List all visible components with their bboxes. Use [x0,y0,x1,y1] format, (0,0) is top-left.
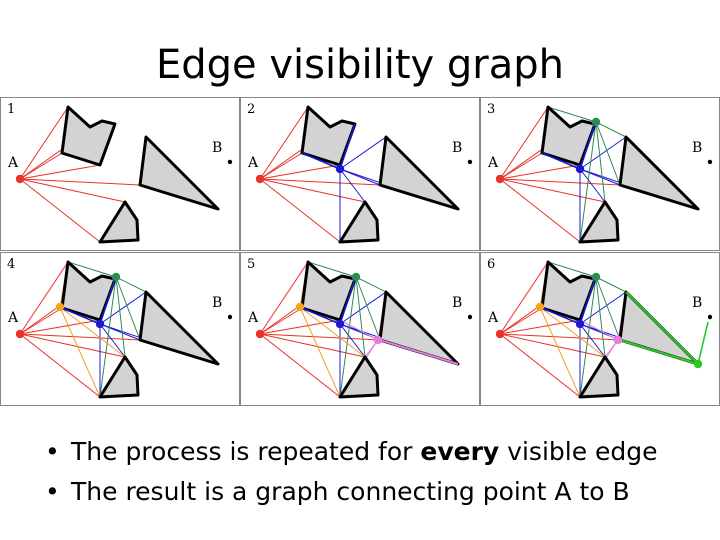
node-a [15,174,25,184]
node-blue [335,164,345,174]
panel-number: 4 [7,257,15,272]
node-blue [95,319,105,329]
bullet-text-before: The process is repeated for [71,437,421,466]
label-a: A [247,310,259,326]
obstacle-lower [578,355,620,399]
bullet-text-after: visible edge [499,437,658,466]
node-b [467,314,473,320]
label-a: A [487,310,499,326]
label-b: B [212,295,222,311]
bullet-item: • The result is a graph connecting point … [45,472,658,512]
label-a: A [487,155,499,171]
panel-number: 3 [487,102,495,117]
node-orange [535,302,545,312]
bullet-icon: • [45,477,60,506]
panel-1: 1A B [0,97,240,251]
obstacle-lower [338,355,380,399]
label-b: B [692,140,702,156]
node-green [591,117,601,127]
obstacle-upper [60,105,117,167]
node-green [351,272,361,282]
label-b: B [452,295,462,311]
bullet-list: • The process is repeated for every visib… [45,432,658,512]
node-orange [55,302,65,312]
node-green [591,272,601,282]
node-a [15,329,25,339]
label-a: A [7,155,19,171]
label-a: A [7,310,19,326]
panel-number: 5 [247,257,255,272]
node-blue [575,164,585,174]
node-lime [693,359,703,369]
obstacle-lower [578,200,620,244]
bullet-text-before: The result is a graph connecting point A… [71,477,630,506]
label-b: B [212,140,222,156]
node-b [467,159,473,165]
node-a [255,329,265,339]
node-b [227,314,233,320]
panel-2: 2A B [240,97,480,251]
obstacle-lower [98,355,140,399]
node-pink [373,335,383,345]
obstacle-triangle [618,135,700,211]
node-b [227,159,233,165]
bullet-emphasis: every [420,437,500,466]
obstacle-triangle [138,135,220,211]
panel-5: 5A B [240,252,480,406]
label-a: A [247,155,259,171]
label-b: B [692,295,702,311]
slide-title: Edge visibility graph [155,42,564,88]
panel-number: 2 [247,102,255,117]
obstacle-triangle [378,135,460,211]
label-b: B [452,140,462,156]
panel-3: 3A B [480,97,720,251]
obstacle-triangle [138,290,220,366]
panel-4: 4A B [0,252,240,406]
node-blue [575,319,585,329]
obstacle-lower [338,200,380,244]
node-pink [613,335,623,345]
node-b [707,159,713,165]
node-green [111,272,121,282]
node-a [495,329,505,339]
node-orange [295,302,305,312]
node-a [495,174,505,184]
node-a [255,174,265,184]
panel-number: 6 [487,257,495,272]
bullet-icon: • [45,437,60,466]
panel-6: 6A B [480,252,720,406]
bullet-item: • The process is repeated for every visib… [45,432,658,472]
node-blue [335,319,345,329]
panel-number: 1 [7,102,15,117]
obstacle-lower [98,200,140,244]
node-b [707,314,713,320]
